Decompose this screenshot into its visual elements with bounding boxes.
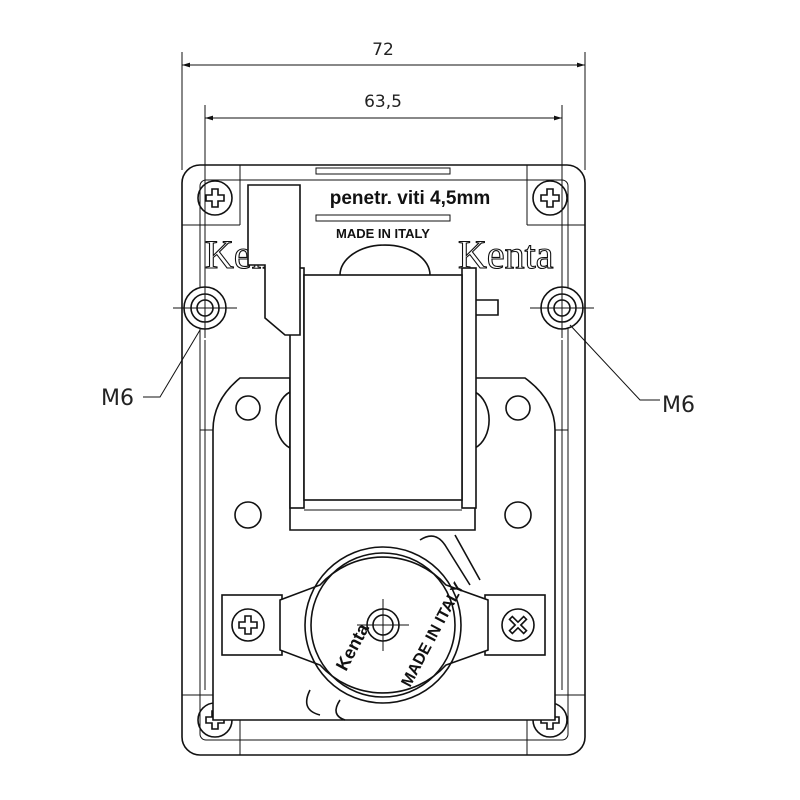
output-shaft bbox=[357, 599, 409, 651]
plate-hole bbox=[504, 501, 532, 529]
mounting-hole-left bbox=[173, 278, 237, 338]
callout-left: M6 bbox=[101, 329, 201, 411]
screw-penetration-text: penetr. viti 4,5mm bbox=[330, 188, 491, 209]
gearbox-screw-right bbox=[501, 608, 535, 642]
callout-right: M6 bbox=[569, 324, 695, 418]
mounting-hole-right bbox=[530, 278, 594, 338]
housing bbox=[181, 164, 586, 756]
screw-top-right bbox=[532, 180, 568, 216]
plate-hole bbox=[234, 501, 262, 529]
m6-label-left: M6 bbox=[101, 386, 134, 411]
plate-hole bbox=[505, 395, 531, 421]
coil bbox=[247, 184, 499, 511]
terminal-clip bbox=[247, 184, 301, 336]
brand-logo-right: Kenta bbox=[458, 232, 554, 277]
m6-label-right: M6 bbox=[662, 393, 695, 418]
dimension-label-72: 72 bbox=[372, 40, 394, 60]
gearbox-screw-left bbox=[231, 608, 265, 642]
plate-hole bbox=[235, 395, 261, 421]
dimension-label-63-5: 63,5 bbox=[364, 92, 402, 112]
screw-top-left bbox=[197, 180, 233, 216]
dimension-overall-width: 72 bbox=[181, 40, 586, 170]
made-in-italy-top: MADE IN ITALY bbox=[336, 226, 430, 241]
